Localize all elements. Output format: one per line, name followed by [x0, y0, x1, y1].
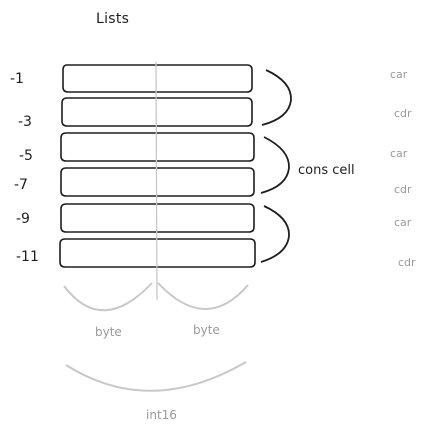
- address-label-7: -7: [14, 177, 28, 193]
- byte-label-left: byte: [95, 325, 122, 339]
- memory-cell-1: [62, 64, 253, 93]
- slot-label-cdr-1: cdr: [394, 107, 412, 120]
- slot-label-car-2: car: [390, 147, 408, 160]
- int16-label: int16: [146, 408, 177, 422]
- int16-arc: [65, 361, 247, 392]
- cons-brace-3: [260, 205, 290, 263]
- byte-divider-line: [155, 61, 158, 301]
- diagram-title: Lists: [96, 11, 130, 27]
- cons-cell-label: cons cell: [298, 163, 355, 178]
- address-label-1: -1: [10, 71, 24, 87]
- memory-cell-6: [59, 238, 256, 268]
- slot-label-car-1: car: [390, 68, 408, 81]
- slot-label-cdr-2: cdr: [394, 183, 412, 196]
- byte-label-right: byte: [193, 323, 220, 337]
- byte-arc-left: [63, 282, 153, 312]
- address-label-5: -5: [19, 148, 33, 164]
- cons-brace-1: [261, 69, 292, 126]
- byte-arc-right: [157, 282, 249, 310]
- address-label-3: -3: [18, 114, 32, 130]
- slot-label-cdr-3: cdr: [398, 256, 416, 269]
- memory-cell-3: [60, 132, 255, 162]
- memory-cell-2: [61, 97, 253, 127]
- memory-cell-5: [60, 203, 255, 233]
- memory-cell-4: [60, 167, 255, 197]
- cons-brace-2: [260, 136, 290, 194]
- address-label-11: -11: [16, 249, 39, 265]
- address-label-9: -9: [16, 211, 30, 227]
- slot-label-car-3: car: [394, 216, 412, 229]
